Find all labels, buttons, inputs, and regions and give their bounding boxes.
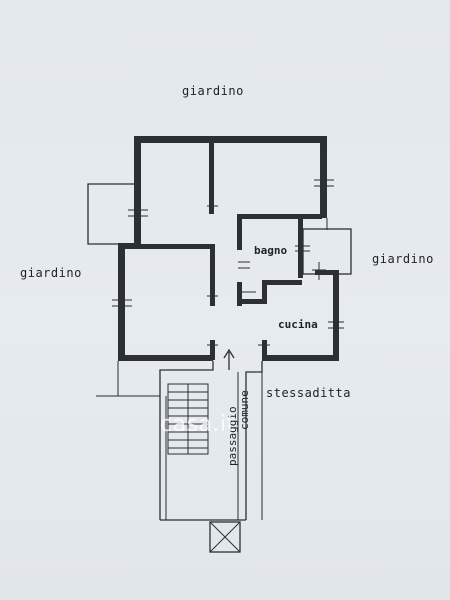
same-owner-label: stessaditta [266,386,351,400]
interior-walls [141,142,322,360]
garden-right-label: giardino [372,252,434,266]
garden-top-label: giardino [182,84,244,98]
garden-left-label: giardino [20,266,82,280]
watermark-logo: casa.it [160,412,236,437]
entrance-passage [96,348,263,521]
windows [112,170,344,346]
meter-box [209,521,241,553]
annex-outlines [87,183,352,275]
bathroom-label: bagno [254,244,288,257]
passage-label-line2: comune [238,390,251,430]
kitchen-label: cucina [278,318,318,331]
